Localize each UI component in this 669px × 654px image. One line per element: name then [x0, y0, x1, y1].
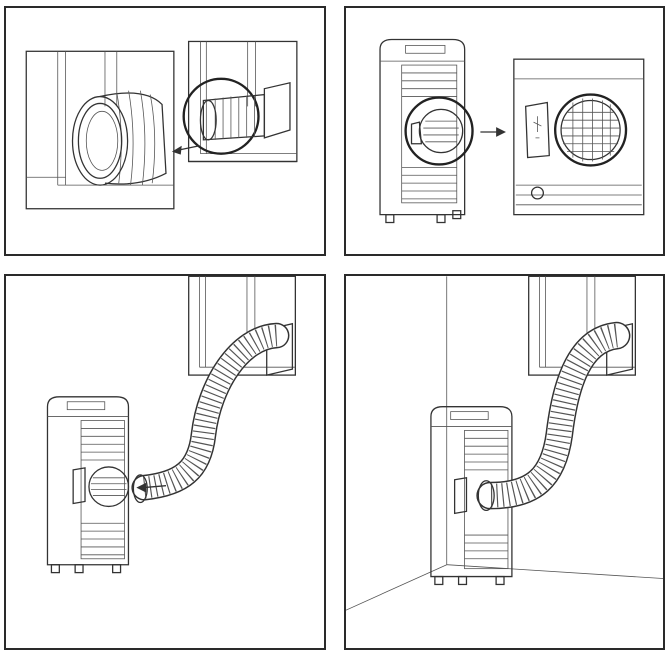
ac-unit: [46, 396, 130, 574]
panel-attach-hose: [4, 274, 326, 650]
arrow-left-icon: [171, 145, 200, 155]
inset-outlet-detail: [513, 58, 645, 216]
flexible-hose: [476, 321, 631, 512]
room-corner: [346, 276, 663, 611]
panel-hose-window-kit: [4, 6, 326, 256]
hose-installed-drawing: [346, 276, 663, 611]
hose-closeup: [71, 90, 167, 186]
attach-hose-drawing: [46, 276, 297, 574]
inset-window-frame: [25, 50, 175, 210]
ac-unit-back: [379, 38, 466, 224]
window-adapter: [263, 81, 291, 139]
arrow-left-icon: [136, 482, 167, 493]
flexible-hose: [131, 322, 290, 504]
hose-window-kit-drawing: [25, 40, 298, 210]
exhaust-outlet-drawing: [379, 38, 645, 224]
magnify-circle-icon: [182, 77, 266, 155]
arrow-right-icon: [480, 127, 506, 137]
ac-unit: [430, 406, 513, 586]
outlet-grille-small: [410, 108, 464, 154]
panel-exhaust-outlet: [344, 6, 665, 256]
panel-hose-installed: [344, 274, 665, 650]
window-frame: [188, 276, 297, 376]
magnify-circle-icon: [404, 96, 474, 166]
